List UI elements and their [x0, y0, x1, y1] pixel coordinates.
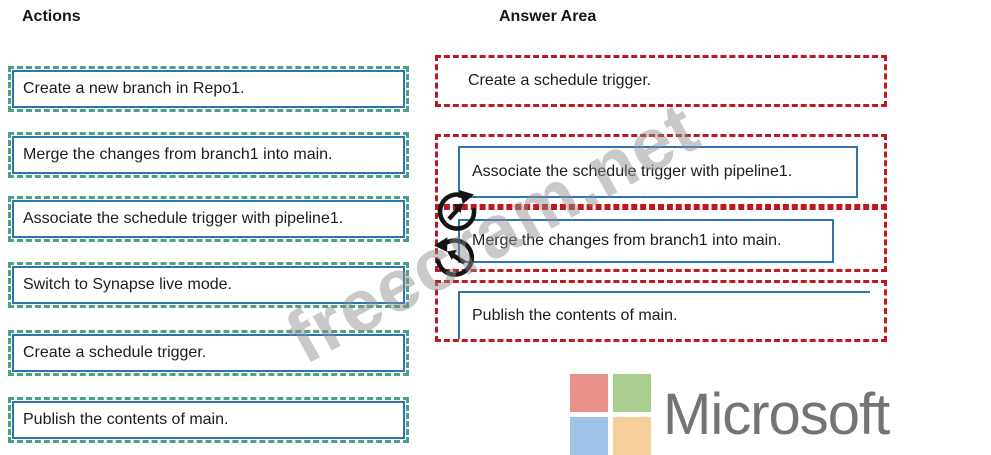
circular-arrow-icon	[434, 237, 475, 277]
action-item-publish-main[interactable]: Publish the contents of main.	[8, 397, 409, 443]
answer-item-merge-changes[interactable]: Merge the changes from branch1 into main…	[458, 219, 834, 263]
answer-slot-1[interactable]: Create a schedule trigger.	[435, 55, 887, 107]
answer-item-publish-main[interactable]: Publish the contents of main.	[458, 291, 870, 339]
action-item-create-trigger[interactable]: Create a schedule trigger.	[8, 330, 409, 376]
microsoft-wordmark: Microsoft	[663, 382, 890, 447]
action-item-create-branch[interactable]: Create a new branch in Repo1.	[8, 66, 409, 112]
action-item-associate-trigger[interactable]: Associate the schedule trigger with pipe…	[8, 196, 409, 242]
logo-square-orange	[613, 417, 651, 455]
action-item-label: Merge the changes from branch1 into main…	[12, 136, 405, 174]
action-item-label: Switch to Synapse live mode.	[12, 266, 405, 304]
action-item-merge-changes[interactable]: Merge the changes from branch1 into main…	[8, 132, 409, 178]
answer-slot-3[interactable]: Merge the changes from branch1 into main…	[435, 204, 887, 272]
action-item-label: Create a new branch in Repo1.	[12, 70, 405, 108]
answer-item-associate-trigger[interactable]: Associate the schedule trigger with pipe…	[458, 146, 858, 198]
microsoft-logo-icon	[570, 374, 651, 455]
logo-square-blue	[570, 417, 608, 455]
logo-square-red	[570, 374, 608, 412]
circular-arrow-icon	[437, 190, 477, 231]
action-item-label: Create a schedule trigger.	[12, 334, 405, 372]
microsoft-logo: Microsoft	[570, 374, 890, 455]
answer-slot-4[interactable]: Publish the contents of main.	[435, 280, 887, 342]
answer-area-column-header: Answer Area	[499, 8, 597, 25]
action-item-label: Publish the contents of main.	[12, 401, 405, 439]
action-item-label: Associate the schedule trigger with pipe…	[12, 200, 405, 238]
logo-square-green	[613, 374, 651, 412]
action-item-switch-live-mode[interactable]: Switch to Synapse live mode.	[8, 262, 409, 308]
actions-column-header: Actions	[22, 8, 81, 25]
answer-slot-2[interactable]: Associate the schedule trigger with pipe…	[435, 134, 887, 210]
